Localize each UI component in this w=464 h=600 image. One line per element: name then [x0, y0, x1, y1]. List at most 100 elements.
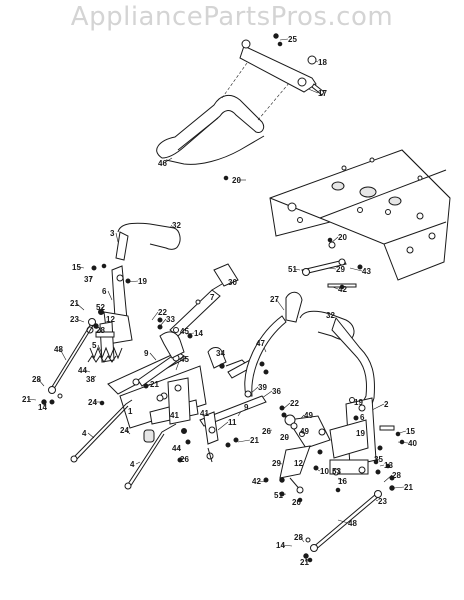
callout-label-20[interactable]: 20	[338, 233, 347, 242]
link-rods-4[interactable]	[70, 399, 191, 490]
callout-label-23[interactable]: 23	[378, 497, 387, 506]
callout-label-28[interactable]: 28	[392, 471, 401, 480]
callout-label-51[interactable]: 51	[288, 265, 297, 274]
callout-label-49[interactable]: 49	[304, 411, 313, 420]
callout-label-24[interactable]: 24	[120, 426, 129, 435]
callout-label-9[interactable]: 9	[144, 349, 149, 358]
leader-line	[277, 462, 283, 465]
callout-label-21[interactable]: 21	[22, 395, 31, 404]
pivot-shaft-1[interactable]	[107, 351, 207, 443]
callout-label-42[interactable]: 42	[252, 477, 261, 486]
callout-label-48[interactable]: 48	[348, 519, 357, 528]
callout-label-14[interactable]: 14	[38, 403, 47, 412]
callout-label-7[interactable]: 7	[210, 293, 215, 302]
seat-handle-46[interactable]	[156, 33, 325, 165]
callout-label-6[interactable]: 6	[360, 413, 365, 422]
callout-label-13[interactable]: 13	[384, 461, 393, 470]
callout-label-29[interactable]: 29	[336, 265, 345, 274]
callout-label-40[interactable]: 40	[408, 439, 417, 448]
callout-label-26[interactable]: 26	[262, 427, 271, 436]
callout-label-21[interactable]: 21	[150, 380, 159, 389]
callout-label-28[interactable]: 28	[96, 326, 105, 335]
callout-label-36[interactable]: 36	[272, 387, 281, 396]
lift-arm-linkage[interactable]	[159, 291, 303, 463]
callout-label-41[interactable]: 41	[200, 409, 209, 418]
callout-label-48[interactable]: 48	[54, 345, 63, 354]
callout-label-29[interactable]: 29	[272, 459, 281, 468]
callout-label-51[interactable]: 51	[274, 491, 283, 500]
callout-label-9[interactable]: 9	[244, 403, 249, 412]
callout-label-12[interactable]: 12	[106, 315, 115, 324]
callout-label-37[interactable]: 37	[84, 275, 93, 284]
callout-label-25[interactable]: 25	[288, 35, 297, 44]
pivot-bolt-29[interactable]	[301, 241, 363, 288]
callout-label-32[interactable]: 32	[326, 311, 335, 320]
left-control-lever[interactable]	[86, 222, 181, 363]
leader-line	[59, 348, 67, 361]
callout-label-21[interactable]: 21	[404, 483, 413, 492]
callout-label-53[interactable]: 53	[332, 467, 341, 476]
callout-label-15[interactable]: 15	[72, 263, 81, 272]
callout-label-20[interactable]: 20	[232, 176, 241, 185]
callout-label-11[interactable]: 11	[228, 418, 237, 427]
right-control-lever[interactable]	[299, 310, 395, 476]
shaft-5[interactable]	[279, 414, 331, 494]
callout-label-34[interactable]: 34	[216, 349, 225, 358]
callout-label-22[interactable]: 22	[158, 308, 167, 317]
callout-label-32[interactable]: 32	[172, 221, 181, 230]
callout-label-14[interactable]: 14	[194, 329, 203, 338]
callout-label-30[interactable]: 30	[228, 278, 237, 287]
callout-label-35[interactable]: 35	[374, 455, 383, 464]
callout-label-19[interactable]: 19	[356, 429, 365, 438]
leader-line	[337, 477, 345, 482]
callout-label-20[interactable]: 20	[280, 433, 289, 442]
brake-lever-7[interactable]	[169, 263, 239, 337]
callout-label-44[interactable]: 44	[78, 366, 87, 375]
callout-label-28[interactable]: 28	[294, 533, 303, 542]
callout-label-17[interactable]: 17	[318, 89, 327, 98]
callout-label-16[interactable]: 16	[338, 477, 347, 486]
callout-label-21[interactable]: 21	[250, 436, 259, 445]
callout-label-28[interactable]: 28	[32, 375, 41, 384]
callout-label-20[interactable]: 20	[292, 498, 301, 507]
adjust-rod-48-right[interactable]	[303, 485, 395, 559]
callout-label-5[interactable]: 5	[92, 341, 97, 350]
leader-line	[375, 499, 379, 502]
callout-label-15[interactable]: 15	[406, 427, 415, 436]
callout-label-19[interactable]: 19	[354, 398, 363, 407]
callout-label-26[interactable]: 26	[180, 455, 189, 464]
callout-label-12[interactable]: 12	[294, 459, 303, 468]
callout-label-22[interactable]: 22	[290, 399, 299, 408]
callout-label-3[interactable]: 3	[110, 229, 115, 238]
callout-label-41[interactable]: 41	[170, 411, 179, 420]
callout-label-10[interactable]: 10	[320, 467, 329, 476]
callout-label-14[interactable]: 14	[276, 541, 285, 550]
callout-label-24[interactable]: 24	[88, 398, 97, 407]
callout-label-42[interactable]: 42	[338, 285, 347, 294]
callout-label-38[interactable]: 38	[86, 375, 95, 384]
callout-label-1[interactable]: 1	[128, 407, 133, 416]
callout-label-4[interactable]: 4	[130, 460, 135, 469]
callout-label-6[interactable]: 6	[102, 287, 107, 296]
callout-label-2[interactable]: 2	[384, 400, 389, 409]
callout-label-23[interactable]: 23	[70, 315, 79, 324]
adjust-rod-48-left[interactable]	[41, 318, 99, 405]
callout-label-21[interactable]: 21	[70, 299, 79, 308]
callout-label-46[interactable]: 46	[158, 159, 167, 168]
callout-label-44[interactable]: 44	[172, 444, 181, 453]
leader-line	[217, 421, 229, 431]
callout-label-45[interactable]: 45	[180, 355, 189, 364]
callout-label-47[interactable]: 47	[256, 339, 265, 348]
callout-label-4[interactable]: 4	[82, 429, 87, 438]
callout-label-21[interactable]: 21	[300, 558, 309, 567]
callout-label-43[interactable]: 43	[362, 267, 371, 276]
callout-label-33[interactable]: 33	[166, 315, 175, 324]
callout-label-49[interactable]: 49	[300, 427, 309, 436]
callout-label-18[interactable]: 18	[318, 58, 327, 67]
callout-label-19[interactable]: 19	[138, 277, 147, 286]
callout-label-39[interactable]: 39	[258, 383, 267, 392]
callout-label-52[interactable]: 52	[96, 303, 105, 312]
callout-label-45[interactable]: 45	[180, 327, 189, 336]
callout-label-27[interactable]: 27	[270, 295, 279, 304]
leader-line	[125, 429, 131, 435]
